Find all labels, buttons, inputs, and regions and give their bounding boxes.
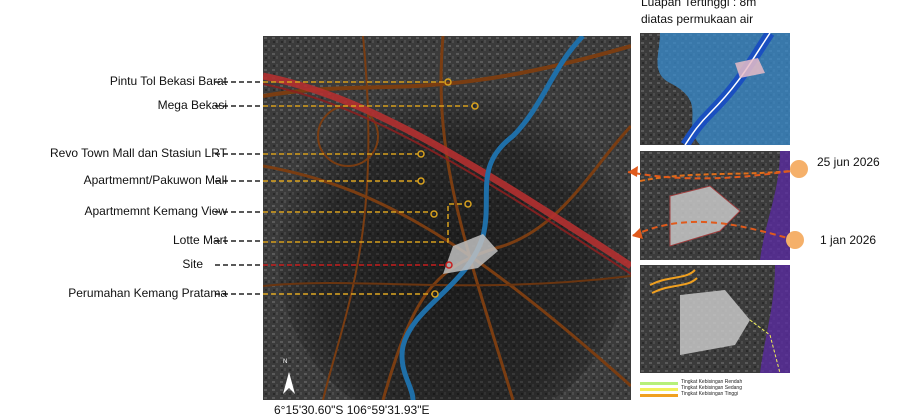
legend-swatch-low — [640, 382, 678, 385]
label-site: Site — [182, 257, 203, 271]
main-map[interactable] — [263, 36, 631, 400]
label-pintu-tol: Pintu Tol Bekasi Barat — [109, 74, 227, 88]
label-lotte-mart: Lotte Mart — [172, 233, 227, 247]
date-upper: 25 jun 2026 — [817, 155, 880, 169]
legend-swatch-high — [640, 394, 678, 397]
legend-swatch-mid — [640, 388, 678, 391]
coordinates: 6°15'30.60"S 106°59'31.93"E — [274, 403, 430, 417]
north-label: N — [283, 359, 288, 365]
date-lower: 1 jan 2026 — [820, 233, 877, 247]
noise-legend: Tingkat Kebisingan Rendah Tingkat Kebisi… — [640, 379, 790, 401]
site-development-drawing — [640, 151, 790, 260]
label-mega-bekasi: Mega Bekasi — [157, 98, 227, 112]
flood-map-panel[interactable] — [640, 33, 790, 145]
poi-markers — [417, 78, 479, 298]
label-kemang-view: Apartmemnt Kemang View — [84, 204, 227, 218]
legend-label-low: Tingkat Kebisingan Rendah — [681, 379, 743, 385]
label-kemang-pratama: Perumahan Kemang Pratama — [68, 286, 227, 300]
label-revo-town: Revo Town Mall dan Stasiun LRT — [50, 146, 227, 160]
site-marker — [445, 261, 453, 269]
legend-label-mid: Tingkat Kebisingan Sedang — [681, 385, 742, 391]
date-dot-lower — [786, 231, 804, 249]
site-development-panel[interactable] — [640, 151, 790, 260]
flood-title-line2: diatas permukaan air — [641, 12, 754, 26]
flood-title-line1: Luapan Tertinggi : 8m — [641, 0, 757, 9]
flood-map-drawing — [640, 33, 790, 145]
noise-map-drawing — [640, 265, 790, 373]
legend-label-high: Tingkat Kebisingan Tinggi — [681, 391, 739, 397]
north-arrow-icon — [283, 372, 295, 394]
date-dot-upper — [790, 160, 808, 178]
main-map-drawing — [263, 36, 631, 400]
noise-map-panel[interactable] — [640, 265, 790, 373]
label-pakuwon: Apartmemnt/Pakuwon Mall — [83, 173, 227, 187]
